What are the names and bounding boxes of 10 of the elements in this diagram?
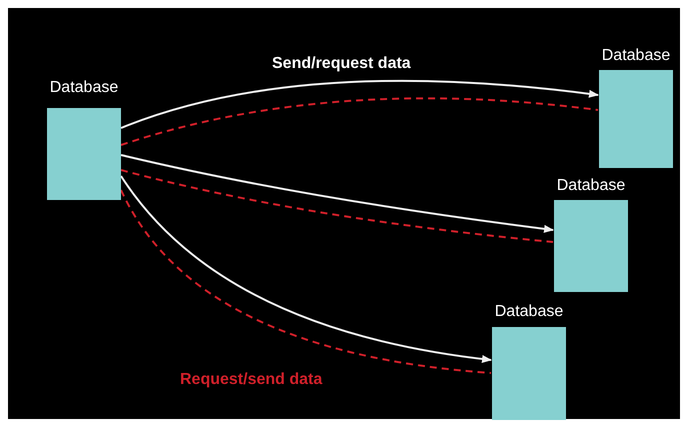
node-heading: Database	[556, 176, 626, 196]
arrow	[120, 154, 554, 233]
node-heading: Database	[50, 78, 118, 98]
node-heading: Database	[494, 302, 564, 322]
edge-label: Send/request data	[270, 54, 413, 74]
edge-label: Request/send data	[178, 370, 324, 390]
arrow	[120, 80, 599, 129]
dashed-connector	[120, 97, 598, 146]
node-heading: Database	[602, 46, 670, 66]
dashed-connector	[120, 169, 554, 243]
